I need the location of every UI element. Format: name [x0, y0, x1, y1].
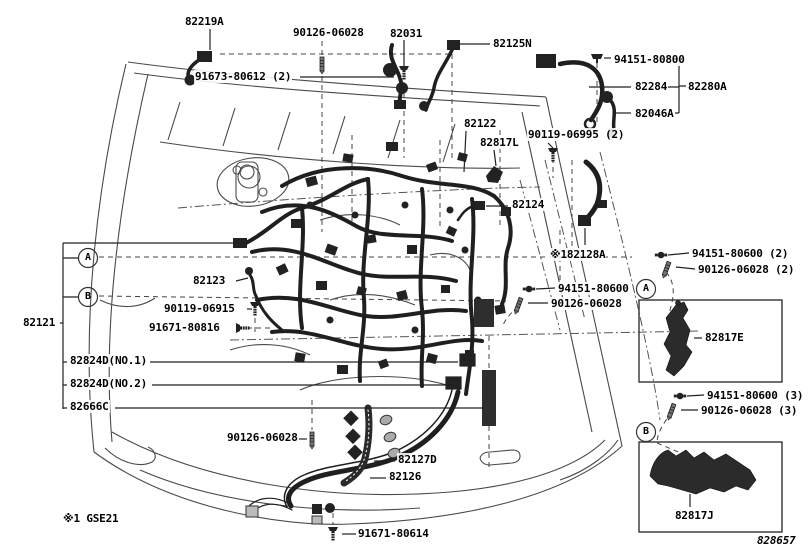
callout-82123[interactable]: 82123	[192, 274, 227, 287]
callout-91671-80614[interactable]: 91671-80614	[357, 527, 430, 540]
leader-lines	[60, 29, 705, 535]
harness-lines	[186, 43, 617, 515]
callout-90126-06028-x2[interactable]: 90126-06028 (2)	[697, 263, 796, 276]
callout-82128a[interactable]: ※182128A	[549, 248, 607, 261]
callout-94151-80800[interactable]: 94151-80800	[613, 53, 686, 66]
callout-90126-06028-top[interactable]: 90126-06028	[292, 26, 365, 39]
callout-82125n[interactable]: 82125N	[492, 37, 533, 50]
inset-boxes	[77, 247, 783, 533]
footnote-model-code: ※1 GSE21	[63, 512, 119, 525]
callout-82666c[interactable]: 82666C	[69, 400, 110, 413]
callout-91673-80612[interactable]: 91673-80612 (2)	[194, 70, 293, 83]
callout-82121[interactable]: 82121	[22, 316, 57, 329]
callout-82280a[interactable]: 82280A	[687, 80, 728, 93]
ref-circle-b-inset[interactable]: B	[642, 426, 650, 437]
callout-90119-06995[interactable]: 90119-06995 (2)	[527, 128, 626, 141]
callout-91671-80816[interactable]: 91671-80816	[148, 321, 221, 334]
callout-94151-80600-x3[interactable]: 94151-80600 (3)	[706, 389, 805, 402]
callout-82824d-no2[interactable]: 82824D(NO.2)	[69, 377, 149, 390]
drawing-number: 828657	[757, 534, 796, 547]
callout-82824d-no1[interactable]: 82824D(NO.1)	[69, 354, 149, 367]
callout-82817e[interactable]: 82817E	[704, 331, 745, 344]
inset-parts	[649, 300, 757, 495]
ref-circle-a-left[interactable]: A	[84, 252, 92, 263]
callout-82817l[interactable]: 82817L	[479, 136, 520, 149]
callout-90126-06028-x3[interactable]: 90126-06028 (3)	[700, 404, 799, 417]
callout-90126-06028[interactable]: 90126-06028	[550, 297, 623, 310]
ref-circle-a-inset[interactable]: A	[642, 283, 650, 294]
callout-94151-80600[interactable]: 94151-80600	[557, 282, 630, 295]
callout-82124[interactable]: 82124	[511, 198, 546, 211]
callout-82817j[interactable]: 82817J	[674, 509, 715, 522]
callout-82284[interactable]: 82284	[634, 80, 669, 93]
callout-90119-06915[interactable]: 90119-06915	[163, 302, 236, 315]
callout-90126-06028-bottom[interactable]: 90126-06028	[226, 431, 299, 444]
ref-circle-b-left[interactable]: B	[84, 291, 92, 302]
callout-82031[interactable]: 82031	[389, 27, 424, 40]
callout-82046a[interactable]: 82046A	[634, 107, 675, 120]
callout-82127d[interactable]: 82127D	[397, 453, 438, 466]
callout-82219a[interactable]: 82219A	[184, 15, 225, 28]
callout-94151-80600-x2[interactable]: 94151-80600 (2)	[691, 247, 790, 260]
callout-82126[interactable]: 82126	[388, 470, 423, 483]
harness-connectors	[184, 40, 617, 525]
callout-82122[interactable]: 82122	[463, 117, 498, 130]
